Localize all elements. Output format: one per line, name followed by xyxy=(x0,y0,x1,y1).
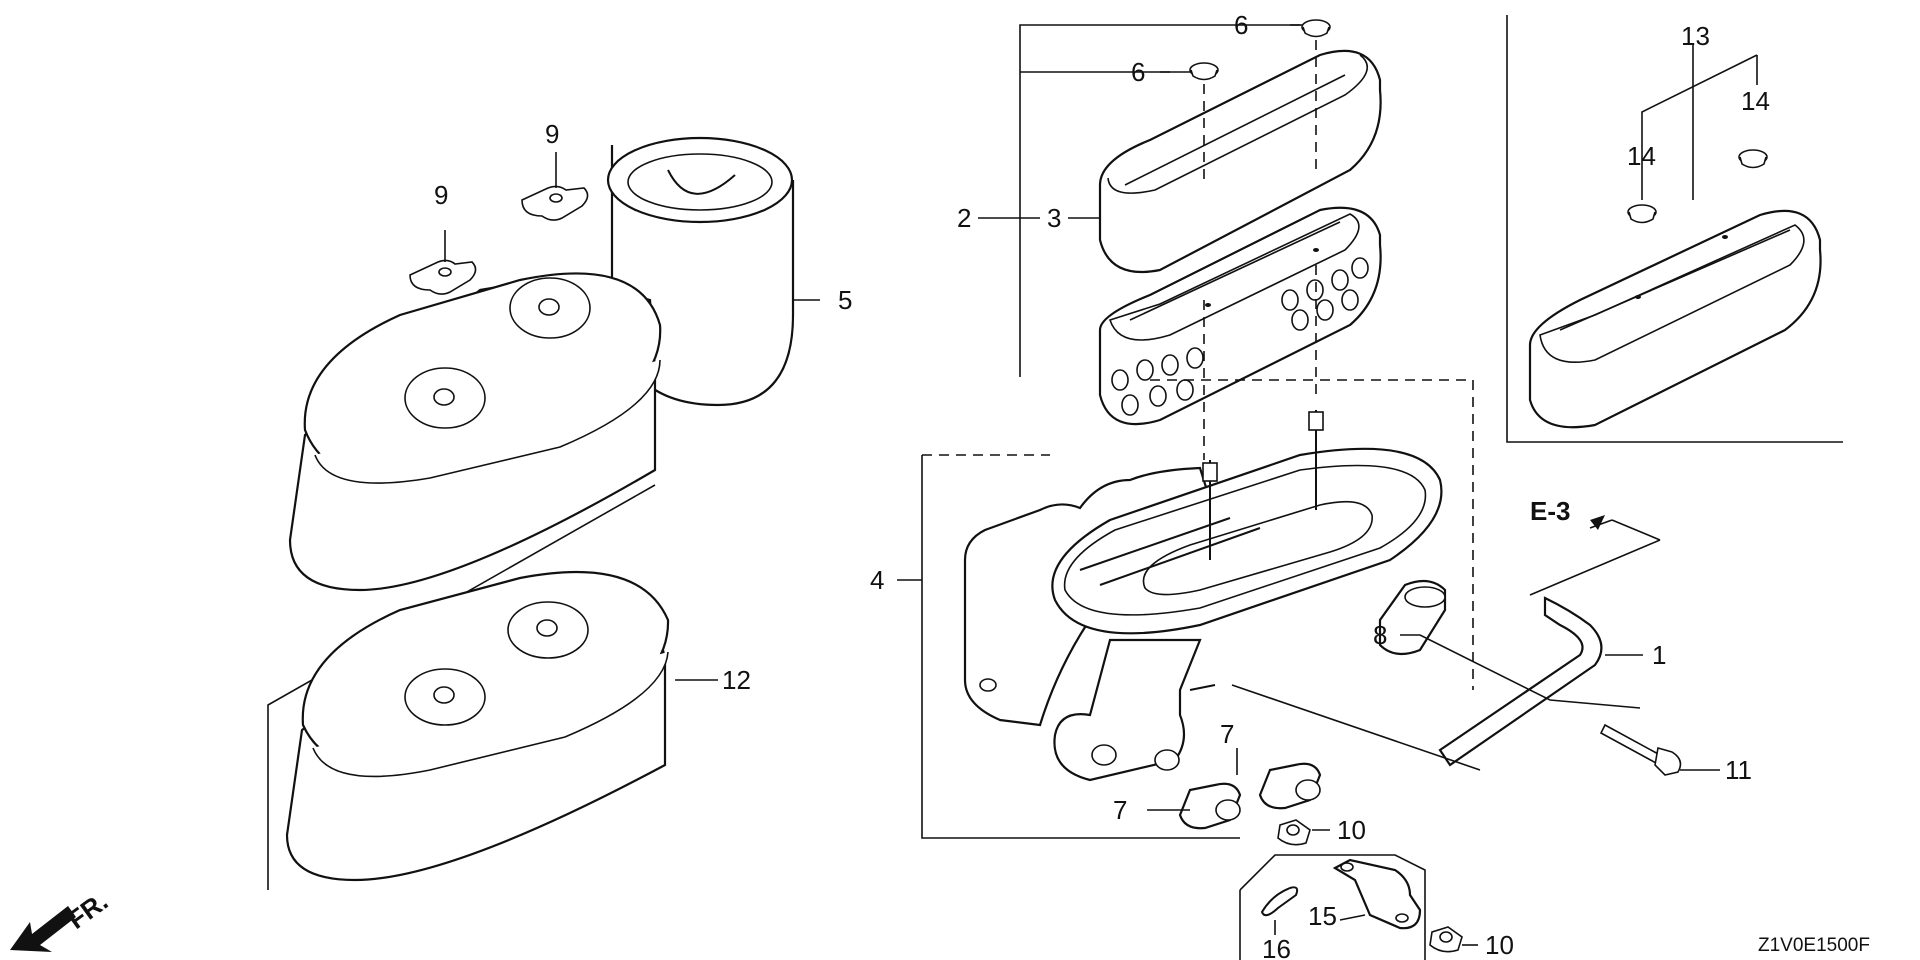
wing-nut-9a xyxy=(409,259,477,295)
callout-10-upper: 10 xyxy=(1337,815,1366,845)
callout-labels: 1 2 3 4 5 6 6 7 7 8 9 9 10 10 11 12 13 1… xyxy=(434,10,1770,960)
collar-8 xyxy=(1378,579,1447,656)
grommet-14b xyxy=(1738,149,1768,169)
callout-8: 8 xyxy=(1373,620,1387,650)
callout-16: 16 xyxy=(1262,934,1291,960)
outer-foam-3 xyxy=(1098,49,1382,274)
air-cleaner-cover-5 xyxy=(288,136,795,592)
callout-9-right: 9 xyxy=(545,119,559,149)
callout-6-second: 6 xyxy=(1131,57,1145,87)
nut-10a xyxy=(1277,819,1311,846)
wing-nut-9b xyxy=(521,185,589,221)
callout-10-lower: 10 xyxy=(1485,930,1514,960)
collar-7b xyxy=(1258,762,1322,810)
callout-2: 2 xyxy=(957,203,971,233)
air-cleaner-base-4 xyxy=(963,410,1443,782)
callout-12: 12 xyxy=(722,665,751,695)
clip-16 xyxy=(1260,886,1299,917)
callout-4: 4 xyxy=(870,565,884,595)
drawing-code: Z1V0E1500F xyxy=(1758,935,1870,956)
ref-marker-e3: E-3 xyxy=(1530,496,1570,526)
callout-3: 3 xyxy=(1047,203,1061,233)
callout-7-lower: 7 xyxy=(1113,795,1127,825)
front-marker-label: FR. xyxy=(62,886,114,935)
stay-15 xyxy=(1332,858,1422,930)
callout-5: 5 xyxy=(838,285,852,315)
cover-12 xyxy=(267,484,670,890)
callout-14-upper: 14 xyxy=(1741,86,1770,116)
breather-tube-1 xyxy=(1438,515,1661,767)
nut-10b xyxy=(1429,926,1463,953)
callout-6-top: 6 xyxy=(1234,10,1248,40)
bolt-11 xyxy=(1599,723,1682,776)
callout-14-lower: 14 xyxy=(1627,141,1656,171)
callout-11: 11 xyxy=(1725,755,1752,785)
grommet-6b xyxy=(1189,62,1219,81)
front-arrow-icon: FR. xyxy=(10,886,113,952)
collar-7a xyxy=(1178,782,1242,830)
group-4-frame xyxy=(921,379,1474,839)
grommet-6a xyxy=(1301,19,1331,38)
element-13 xyxy=(1528,209,1822,429)
bracket-2-group xyxy=(1019,24,1300,377)
callout-7-upper: 7 xyxy=(1220,719,1234,749)
inset-13-14 xyxy=(1506,15,1843,443)
callout-13: 13 xyxy=(1681,21,1710,51)
callout-15: 15 xyxy=(1308,901,1337,931)
paper-element xyxy=(1098,206,1382,426)
grommet-14a xyxy=(1627,204,1657,224)
callout-9-left: 9 xyxy=(434,180,448,210)
callout-1: 1 xyxy=(1652,640,1666,670)
leader-lines xyxy=(444,24,1720,946)
